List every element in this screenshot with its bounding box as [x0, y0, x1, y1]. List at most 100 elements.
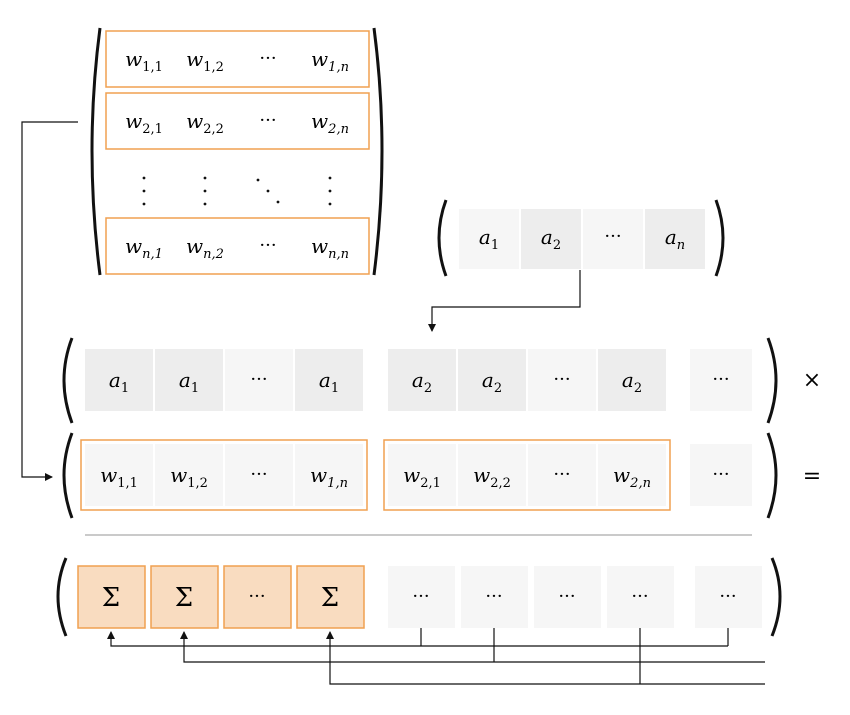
activation-trailing-dots: ···	[712, 369, 729, 390]
activation-cell-bg	[155, 349, 223, 411]
weight-matrix: w1,1 w1,2 ··· w1,n w2,1 w2,2 ··· w2,n wn…	[90, 27, 384, 276]
activation-cell-bg	[528, 349, 596, 411]
sum-cell-box	[223, 565, 292, 629]
weight-cell: w1,n	[310, 463, 348, 491]
sum-symbol: Σ	[321, 583, 339, 613]
activation-dots: ···	[250, 369, 267, 390]
weight-cell: w2,1	[125, 109, 163, 137]
activation-cell-bg	[598, 349, 666, 411]
reduction-connectors	[107, 628, 765, 685]
weight-dots: ···	[250, 464, 267, 485]
weight-cell-bg	[598, 444, 666, 506]
weight-cell-bg	[388, 444, 456, 506]
weight-cell: w2,n	[311, 109, 349, 137]
left-paren	[62, 337, 74, 424]
vector-cell: a2	[541, 225, 561, 253]
vector-cell-bg	[583, 209, 643, 269]
activation-vector: a1 a2 ··· an	[437, 199, 725, 277]
weight-trailing-dots: ···	[712, 464, 729, 485]
vector-cell-bg	[521, 209, 581, 269]
vector-cell-bg	[645, 209, 705, 269]
weight-dots: ···	[259, 48, 276, 69]
right-paren	[714, 199, 725, 277]
weight-cell: w2,2	[473, 463, 511, 491]
activation-cell: a1	[319, 368, 339, 396]
vector-cell-bg	[459, 209, 519, 269]
weight-cell: wn,n	[311, 234, 349, 262]
right-paren	[372, 27, 384, 276]
weight-cell-bg	[528, 444, 596, 506]
weight-cell: w1,n	[311, 47, 349, 75]
result-cell-bg	[461, 566, 528, 628]
result-cell-bg	[388, 566, 455, 628]
weight-cell: w2,1	[403, 463, 441, 491]
activation-cell: a2	[482, 368, 502, 396]
weight-cell-bg	[690, 444, 752, 506]
weight-cell-bg	[85, 444, 153, 506]
result-dots: ···	[412, 586, 429, 607]
sum-cell-box	[296, 565, 365, 629]
weight-cell: w1,2	[170, 463, 208, 491]
weight-cell: w2,n	[613, 463, 651, 491]
right-paren	[766, 337, 778, 424]
vector-connector-arrow	[428, 270, 581, 332]
weight-cell-bg	[225, 444, 293, 506]
weight-cell: wn,1	[125, 234, 163, 262]
weight-dots: ···	[259, 235, 276, 256]
weight-cell-bg	[295, 444, 363, 506]
activation-cell: a1	[179, 368, 199, 396]
weight-connector-arrow	[21, 121, 78, 481]
sum-symbol: Σ	[175, 583, 193, 613]
activation-cell: a2	[412, 368, 432, 396]
result-dots: ···	[631, 586, 648, 607]
result-row: Σ Σ ··· Σ ··· ··· ··· ··· ···	[56, 557, 782, 637]
result-cell-bg	[607, 566, 674, 628]
weight-row-1-box	[105, 30, 370, 88]
result-cell-bg	[695, 566, 762, 628]
weight-cell-bg	[458, 444, 526, 506]
activation-cell-bg	[85, 349, 153, 411]
vector-cell: a1	[479, 225, 499, 253]
sum-dots: ···	[248, 586, 265, 607]
activation-cell-bg	[295, 349, 363, 411]
vector-cell: an	[665, 225, 685, 253]
activation-cell: a2	[622, 368, 642, 396]
weight-cell-bg	[155, 444, 223, 506]
right-paren	[766, 432, 778, 519]
activation-cell-bg	[388, 349, 456, 411]
right-paren	[770, 557, 782, 637]
weight-cell: wn,2	[186, 234, 224, 262]
weight-cell: w2,2	[186, 109, 224, 137]
weight-cell: w1,1	[100, 463, 138, 491]
left-paren	[90, 27, 102, 276]
weight-row-2-box	[105, 92, 370, 150]
activation-cell: a1	[109, 368, 129, 396]
sum-cell-box	[150, 565, 219, 629]
sum-symbol: Σ	[102, 583, 120, 613]
left-paren	[62, 432, 74, 519]
left-paren	[437, 199, 448, 277]
diagonal-ellipsis-icon	[256, 178, 280, 204]
result-dots: ···	[558, 586, 575, 607]
sum-cell-box	[77, 565, 146, 629]
weight-group-1-box	[80, 439, 368, 511]
equals-operator: =	[803, 464, 821, 489]
left-paren	[56, 557, 68, 637]
activation-cell-bg	[690, 349, 752, 411]
multiply-operator: ×	[803, 368, 821, 393]
activation-cell-bg	[225, 349, 293, 411]
result-dots: ···	[485, 586, 502, 607]
weight-dots: ···	[553, 464, 570, 485]
expanded-activations-row: a1 a1 ··· a1 a2 a2 ··· a2 ···	[62, 337, 778, 424]
activation-dots: ···	[553, 369, 570, 390]
weight-cell: w1,1	[125, 47, 163, 75]
weight-group-2-box	[383, 439, 671, 511]
weight-dots: ···	[259, 110, 276, 131]
weight-row-n-box	[105, 217, 370, 275]
activation-cell-bg	[458, 349, 526, 411]
weight-cell: w1,2	[186, 47, 224, 75]
result-dots: ···	[719, 586, 736, 607]
vector-dots: ···	[604, 226, 621, 247]
vertical-ellipsis-icon	[142, 176, 332, 206]
